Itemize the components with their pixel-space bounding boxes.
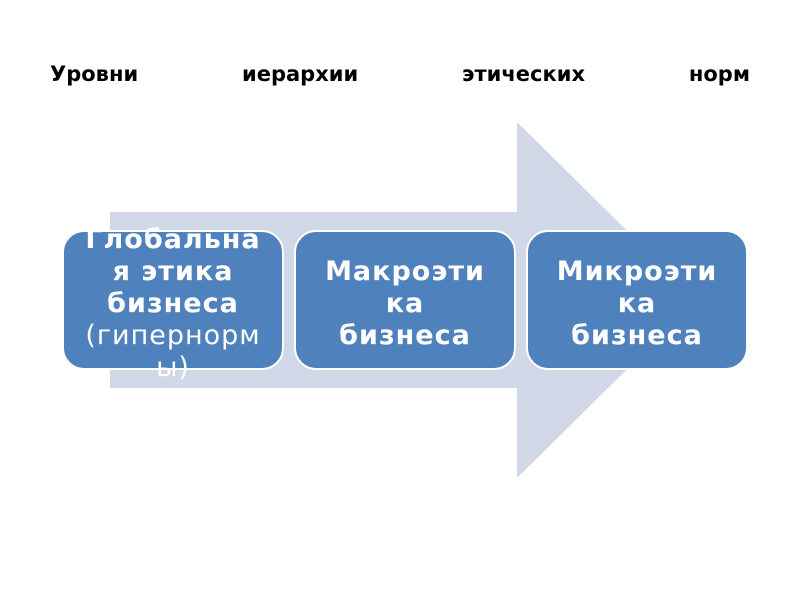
box-1-sub-line-2: ы) [156, 352, 190, 383]
box-macro-ethics: Макроэти ка бизнеса [294, 230, 516, 370]
box-global-ethics: Глобальна я этика бизнеса (гипернорм ы) [62, 224, 284, 383]
box-3-line-2: ка [617, 288, 657, 319]
box-3-line-1: Микроэти [556, 256, 718, 287]
box-2-line-3: бизнеса [339, 320, 471, 351]
title-word-1: Уровни [50, 62, 139, 86]
box-1-sub-line-1: (гипернорм [85, 320, 261, 351]
box-1-line-1: Глобальна [85, 224, 261, 255]
slide-title: Уровни иерархии этических норм [50, 62, 750, 86]
box-1-line-2: я этика [112, 256, 234, 287]
box-2-line-2: ка [385, 288, 425, 319]
box-3-line-3: бизнеса [571, 320, 703, 351]
title-word-3: этических [462, 62, 585, 86]
title-word-4: норм [688, 62, 750, 86]
box-2-line-1: Макроэти [325, 256, 485, 287]
box-1-line-3: бизнеса [107, 288, 239, 319]
title-word-2: иерархии [242, 62, 359, 86]
box-micro-ethics: Микроэти ка бизнеса [526, 230, 748, 370]
